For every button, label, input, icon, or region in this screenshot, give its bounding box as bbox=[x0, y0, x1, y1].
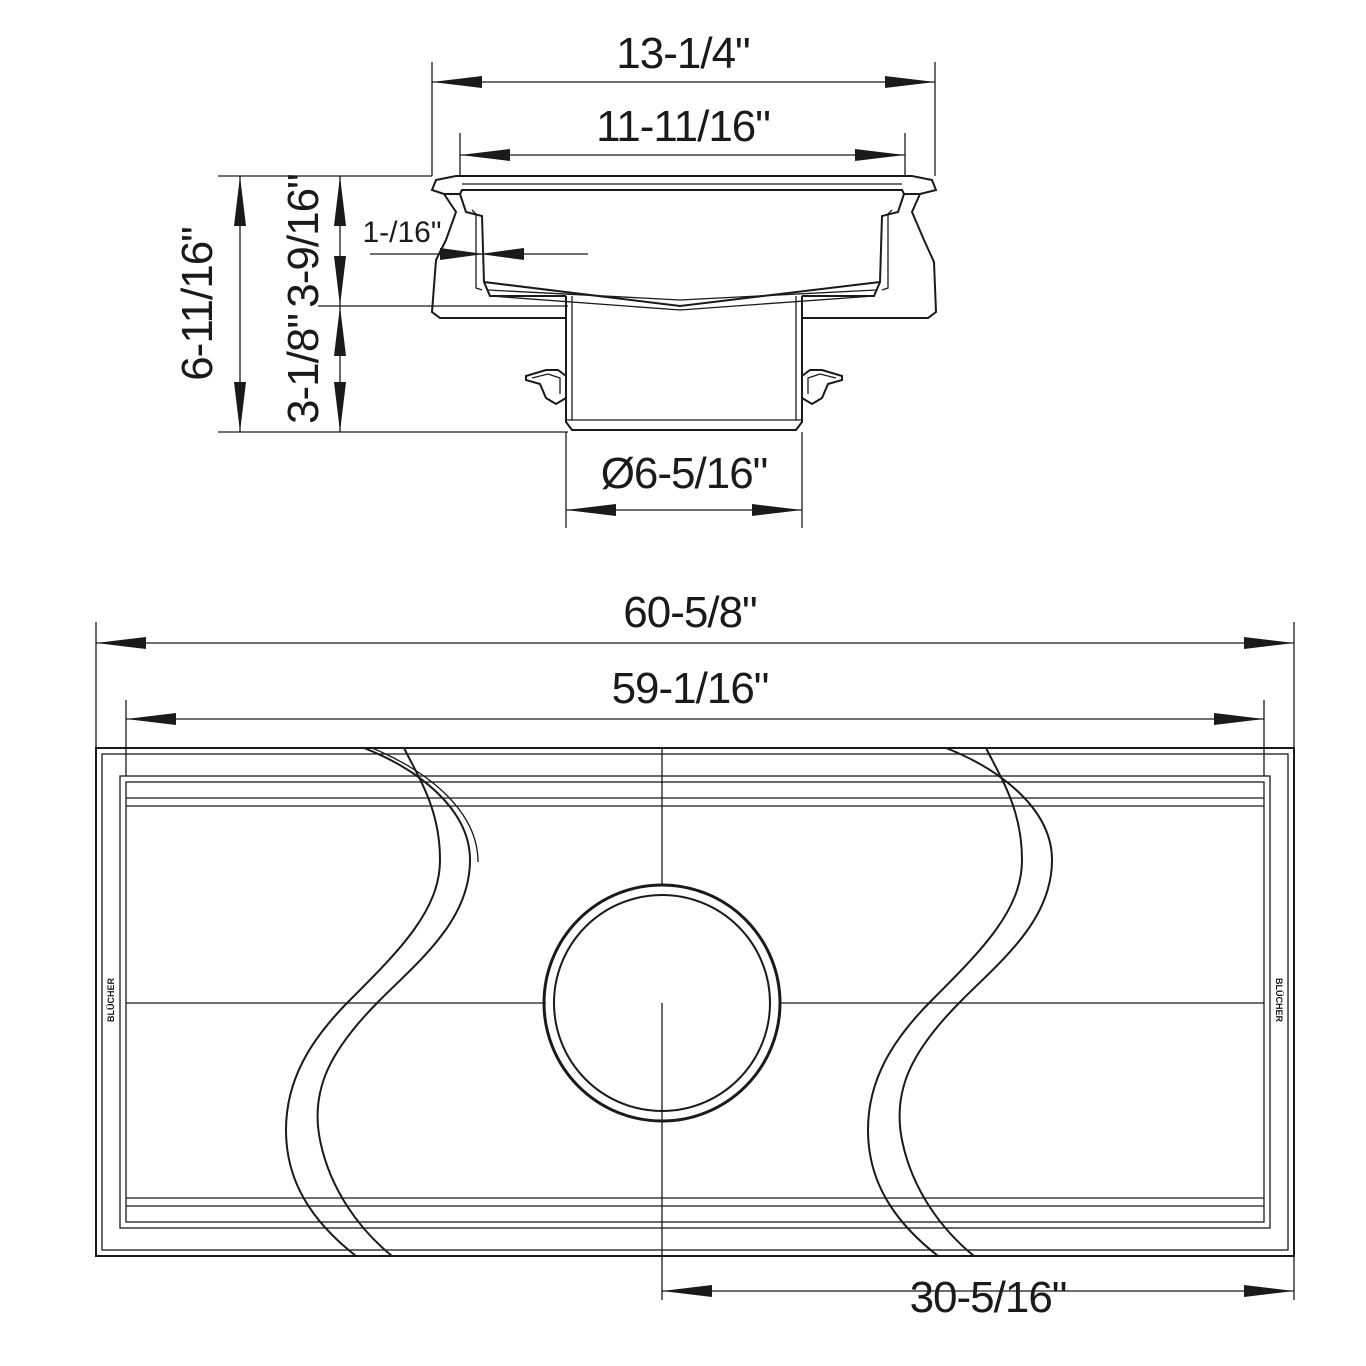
arrow-head bbox=[432, 76, 482, 88]
arrow-head bbox=[334, 176, 346, 226]
arrow-head bbox=[334, 256, 346, 306]
channel-profile bbox=[430, 175, 938, 431]
brand-mark-right: BLÜCHER bbox=[1274, 978, 1284, 1022]
wave-cutout-right bbox=[866, 747, 1054, 1257]
arrow-head bbox=[440, 248, 484, 260]
arrow-head bbox=[1214, 713, 1264, 725]
grate-length-label: 59-1/16" bbox=[612, 664, 769, 713]
arrow-head bbox=[752, 504, 802, 516]
outlet-height-label: 3-1/8" bbox=[279, 314, 328, 424]
overall-height-label: 6-11/16" bbox=[173, 227, 222, 381]
arrow-head bbox=[334, 382, 346, 432]
wave-cutout-left bbox=[284, 747, 472, 1257]
channel-trough-inner bbox=[125, 781, 1265, 1223]
wave-edge-left bbox=[371, 747, 479, 863]
section-view: 13-1/4" 11-11/16" 6-11/16" 3-9/16" 3-1/8… bbox=[173, 29, 938, 528]
arrow-head bbox=[855, 149, 905, 161]
wall-thickness-label: 1-/16" bbox=[362, 216, 441, 249]
brand-mark-left: BLÜCHER bbox=[106, 978, 116, 1022]
arrow-head bbox=[1244, 1285, 1294, 1297]
channel-frame-inner bbox=[101, 753, 1289, 1251]
arrow-head bbox=[334, 306, 346, 356]
overall-length-label: 60-5/8" bbox=[623, 588, 756, 637]
plan-view: 60-5/8" 59-1/16" BLÜCHER BLÜCHER bbox=[95, 588, 1295, 1322]
channel-frame bbox=[95, 747, 1295, 1257]
arrow-head bbox=[234, 176, 246, 226]
outlet-diameter-label: Ø6-5/16" bbox=[601, 449, 768, 498]
overall-width-label: 13-1/4" bbox=[616, 29, 749, 78]
outlet-position-label: 30-5/16" bbox=[910, 1273, 1067, 1322]
channel-depth-label: 3-9/16" bbox=[279, 174, 328, 307]
arrow-head bbox=[460, 149, 510, 161]
grate-width-label: 11-11/16" bbox=[596, 102, 770, 151]
arrow-head bbox=[662, 1285, 712, 1297]
channel-trough bbox=[119, 775, 1271, 1229]
arrow-head bbox=[126, 713, 176, 725]
arrow-head bbox=[1244, 637, 1294, 649]
arrow-head bbox=[566, 504, 616, 516]
arrow-head bbox=[480, 248, 524, 260]
arrow-head bbox=[96, 637, 146, 649]
arrow-head bbox=[234, 382, 246, 432]
arrow-head bbox=[885, 76, 935, 88]
